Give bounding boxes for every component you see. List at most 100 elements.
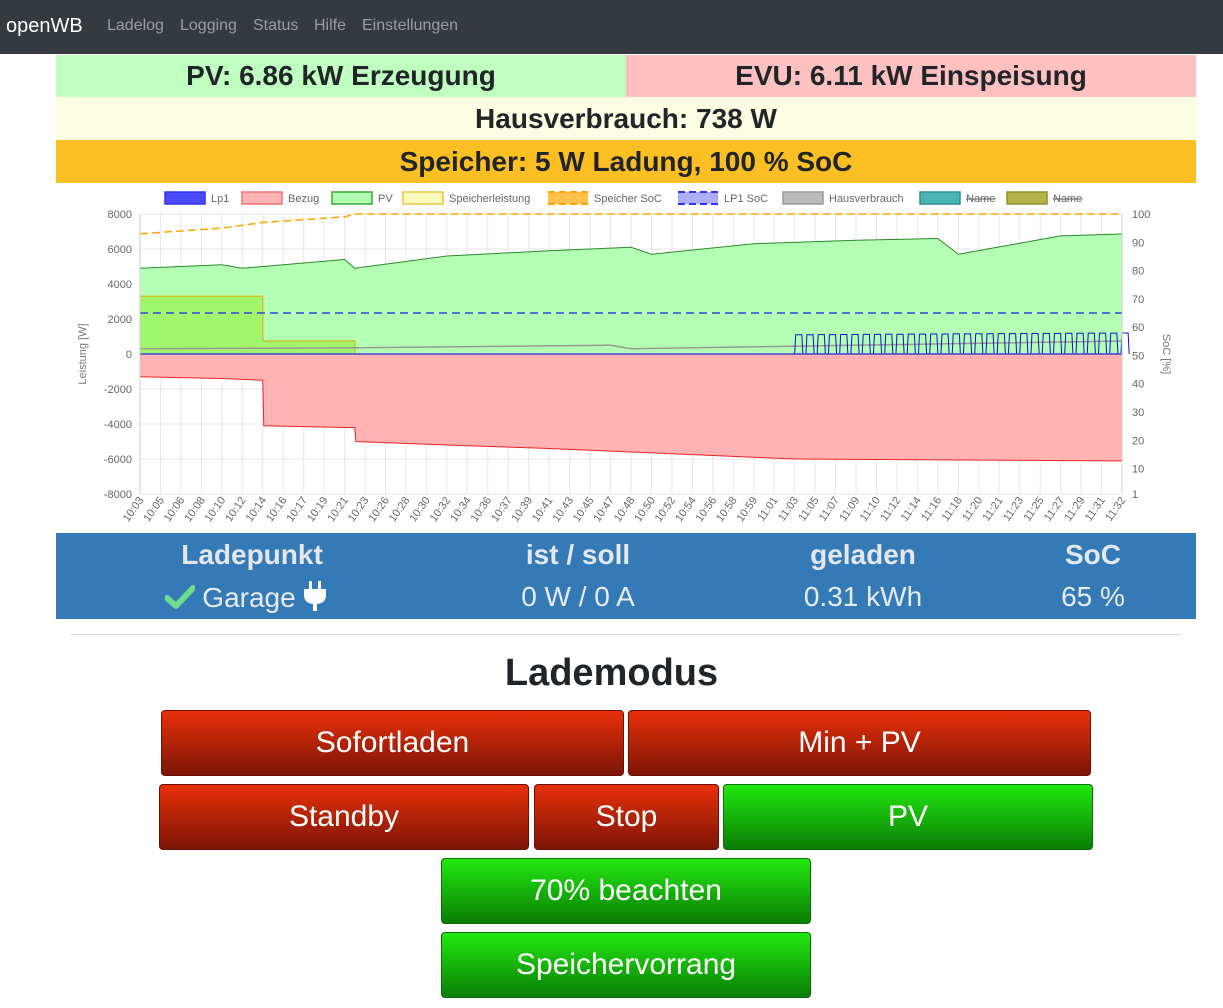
x-tick-label: 11:07 xyxy=(817,495,842,524)
pv-summary: PV: 6.86 kW Erzeugung xyxy=(56,55,626,97)
x-tick-label: 10:36 xyxy=(469,495,495,524)
legend-label: Speicherleistung xyxy=(449,193,530,205)
soc-tick-label: 60 xyxy=(1132,322,1144,334)
x-tick-label: 10:10 xyxy=(203,495,229,524)
x-tick-label: 10:21 xyxy=(325,495,351,524)
x-tick-label: 10:30 xyxy=(407,495,433,524)
x-tick-label: 10:32 xyxy=(428,495,454,524)
check-icon xyxy=(163,584,196,616)
soc-axis-label: SoC [%] xyxy=(1160,334,1172,374)
legend-swatch xyxy=(548,192,588,204)
x-tick-label: 10:28 xyxy=(387,495,413,524)
x-tick-label: 11:05 xyxy=(796,495,821,524)
x-tick-label: 10:48 xyxy=(612,495,638,524)
x-tick-label: 10:16 xyxy=(264,495,290,524)
x-tick-label: 11:31 xyxy=(1083,495,1108,524)
ist-soll-header: ist / soll xyxy=(525,539,631,570)
hausverbrauch-line xyxy=(139,340,1123,350)
x-tick-label: 11:23 xyxy=(1001,495,1026,524)
y-tick-label: -2000 xyxy=(104,384,132,396)
legend-swatch xyxy=(678,192,718,204)
x-tick-label: 10:43 xyxy=(550,495,576,524)
beachten-70-button[interactable]: 70% beachten xyxy=(441,858,811,924)
x-tick-label: 11:03 xyxy=(776,495,801,524)
evu-summary: EVU: 6.11 kW Einspeisung xyxy=(626,55,1196,97)
y-tick-label: -4000 xyxy=(104,419,132,431)
geladen-value: 0.31 kWh xyxy=(803,581,923,612)
speichervorrang-button[interactable]: Speichervorrang xyxy=(441,932,811,998)
min-pv-button[interactable]: Min + PV xyxy=(628,710,1091,776)
legend-label: PV xyxy=(378,193,393,205)
nav-ladelog[interactable]: Ladelog xyxy=(107,17,164,34)
ladepunkt-name: Garage xyxy=(202,582,296,613)
x-tick-label: 11:32 xyxy=(1103,495,1128,524)
legend-swatch xyxy=(919,191,961,205)
x-tick-label: 10:37 xyxy=(489,495,515,524)
brand-logo[interactable]: openWB xyxy=(6,15,83,37)
x-tick-label: 10:12 xyxy=(223,495,249,524)
soc-tick-label: 100 xyxy=(1132,209,1150,221)
nav-hilfe[interactable]: Hilfe xyxy=(314,17,347,34)
standby-button[interactable]: Standby xyxy=(159,784,529,850)
legend-label: Lp1 xyxy=(211,193,229,205)
legend-label: LP1 SoC xyxy=(724,193,768,205)
x-tick-label: 11:25 xyxy=(1021,495,1046,524)
legend-label: Bezug xyxy=(288,193,319,205)
ladepunkt-panel: Ladepunkt ist / soll geladen SoC Garage … xyxy=(56,533,1196,619)
x-tick-label: 11:01 xyxy=(756,495,781,524)
soc-tick-label: 30 xyxy=(1132,407,1144,419)
x-tick-label: 10:50 xyxy=(632,495,658,524)
nav-logging[interactable]: Logging xyxy=(180,17,237,34)
x-tick-label: 11:27 xyxy=(1042,495,1067,524)
x-tick-label: 10:54 xyxy=(673,495,699,524)
y-tick-label: 2000 xyxy=(108,314,132,326)
legend-swatch xyxy=(331,191,373,205)
bezug-line xyxy=(139,376,1123,462)
nav-einstellungen[interactable]: Einstellungen xyxy=(362,17,459,34)
legend-swatch xyxy=(402,191,444,205)
soc-header: SoC xyxy=(1065,539,1121,570)
legend-label: Name xyxy=(1053,193,1082,205)
x-tick-label: 10:19 xyxy=(305,495,331,524)
x-tick-label: 10:23 xyxy=(346,495,372,524)
y-tick-label: 4000 xyxy=(108,279,132,291)
x-tick-label: 11:18 xyxy=(940,495,965,524)
nav-status[interactable]: Status xyxy=(253,17,299,34)
x-tick-label: 11:16 xyxy=(919,495,944,524)
x-tick-label: 11:20 xyxy=(960,495,985,524)
pv-line xyxy=(139,233,1123,269)
stop-button[interactable]: Stop xyxy=(534,784,719,850)
ist-soll-value: 0 W / 0 A xyxy=(521,581,635,612)
x-tick-label: 10:06 xyxy=(162,495,188,524)
x-tick-label: 11:21 xyxy=(981,495,1006,524)
x-tick-label: 10:39 xyxy=(510,495,536,524)
x-tick-label: 11:09 xyxy=(837,495,862,524)
pv-area xyxy=(140,233,1122,354)
soc-tick-label: 70 xyxy=(1132,294,1144,306)
plug-icon xyxy=(303,581,327,618)
sofortladen-button[interactable]: Sofortladen xyxy=(161,710,624,776)
legend-swatch xyxy=(164,191,206,205)
x-tick-label: 10:05 xyxy=(141,495,167,524)
x-tick-label: 10:34 xyxy=(448,495,474,524)
soc-tick-label: 20 xyxy=(1132,435,1144,447)
y-tick-label: -6000 xyxy=(104,454,132,466)
x-tick-label: 10:45 xyxy=(571,495,597,524)
x-tick-label: 10:41 xyxy=(530,495,556,524)
soc-tick-label: 40 xyxy=(1132,379,1144,391)
soc-value: 65 % xyxy=(1061,581,1125,612)
ladepunkt-garage[interactable]: Garage xyxy=(156,581,336,618)
soc-tick-label: 80 xyxy=(1132,266,1144,278)
power-chart-svg: 80006000400020000-2000-4000-6000-8000100… xyxy=(77,191,1172,524)
y-tick-label: 8000 xyxy=(108,209,132,221)
pv-button[interactable]: PV xyxy=(723,784,1093,850)
x-tick-label: 10:52 xyxy=(653,495,679,524)
y-tick-label: -8000 xyxy=(104,489,132,501)
x-tick-label: 10:17 xyxy=(285,495,311,524)
hausverbrauch-summary: Hausverbrauch: 738 W xyxy=(56,97,1196,140)
x-tick-label: 11:14 xyxy=(899,495,924,524)
soc-tick-label: 1 xyxy=(1132,489,1138,501)
soc-tick-label: 90 xyxy=(1132,237,1144,249)
x-tick-label: 11:29 xyxy=(1062,495,1087,524)
